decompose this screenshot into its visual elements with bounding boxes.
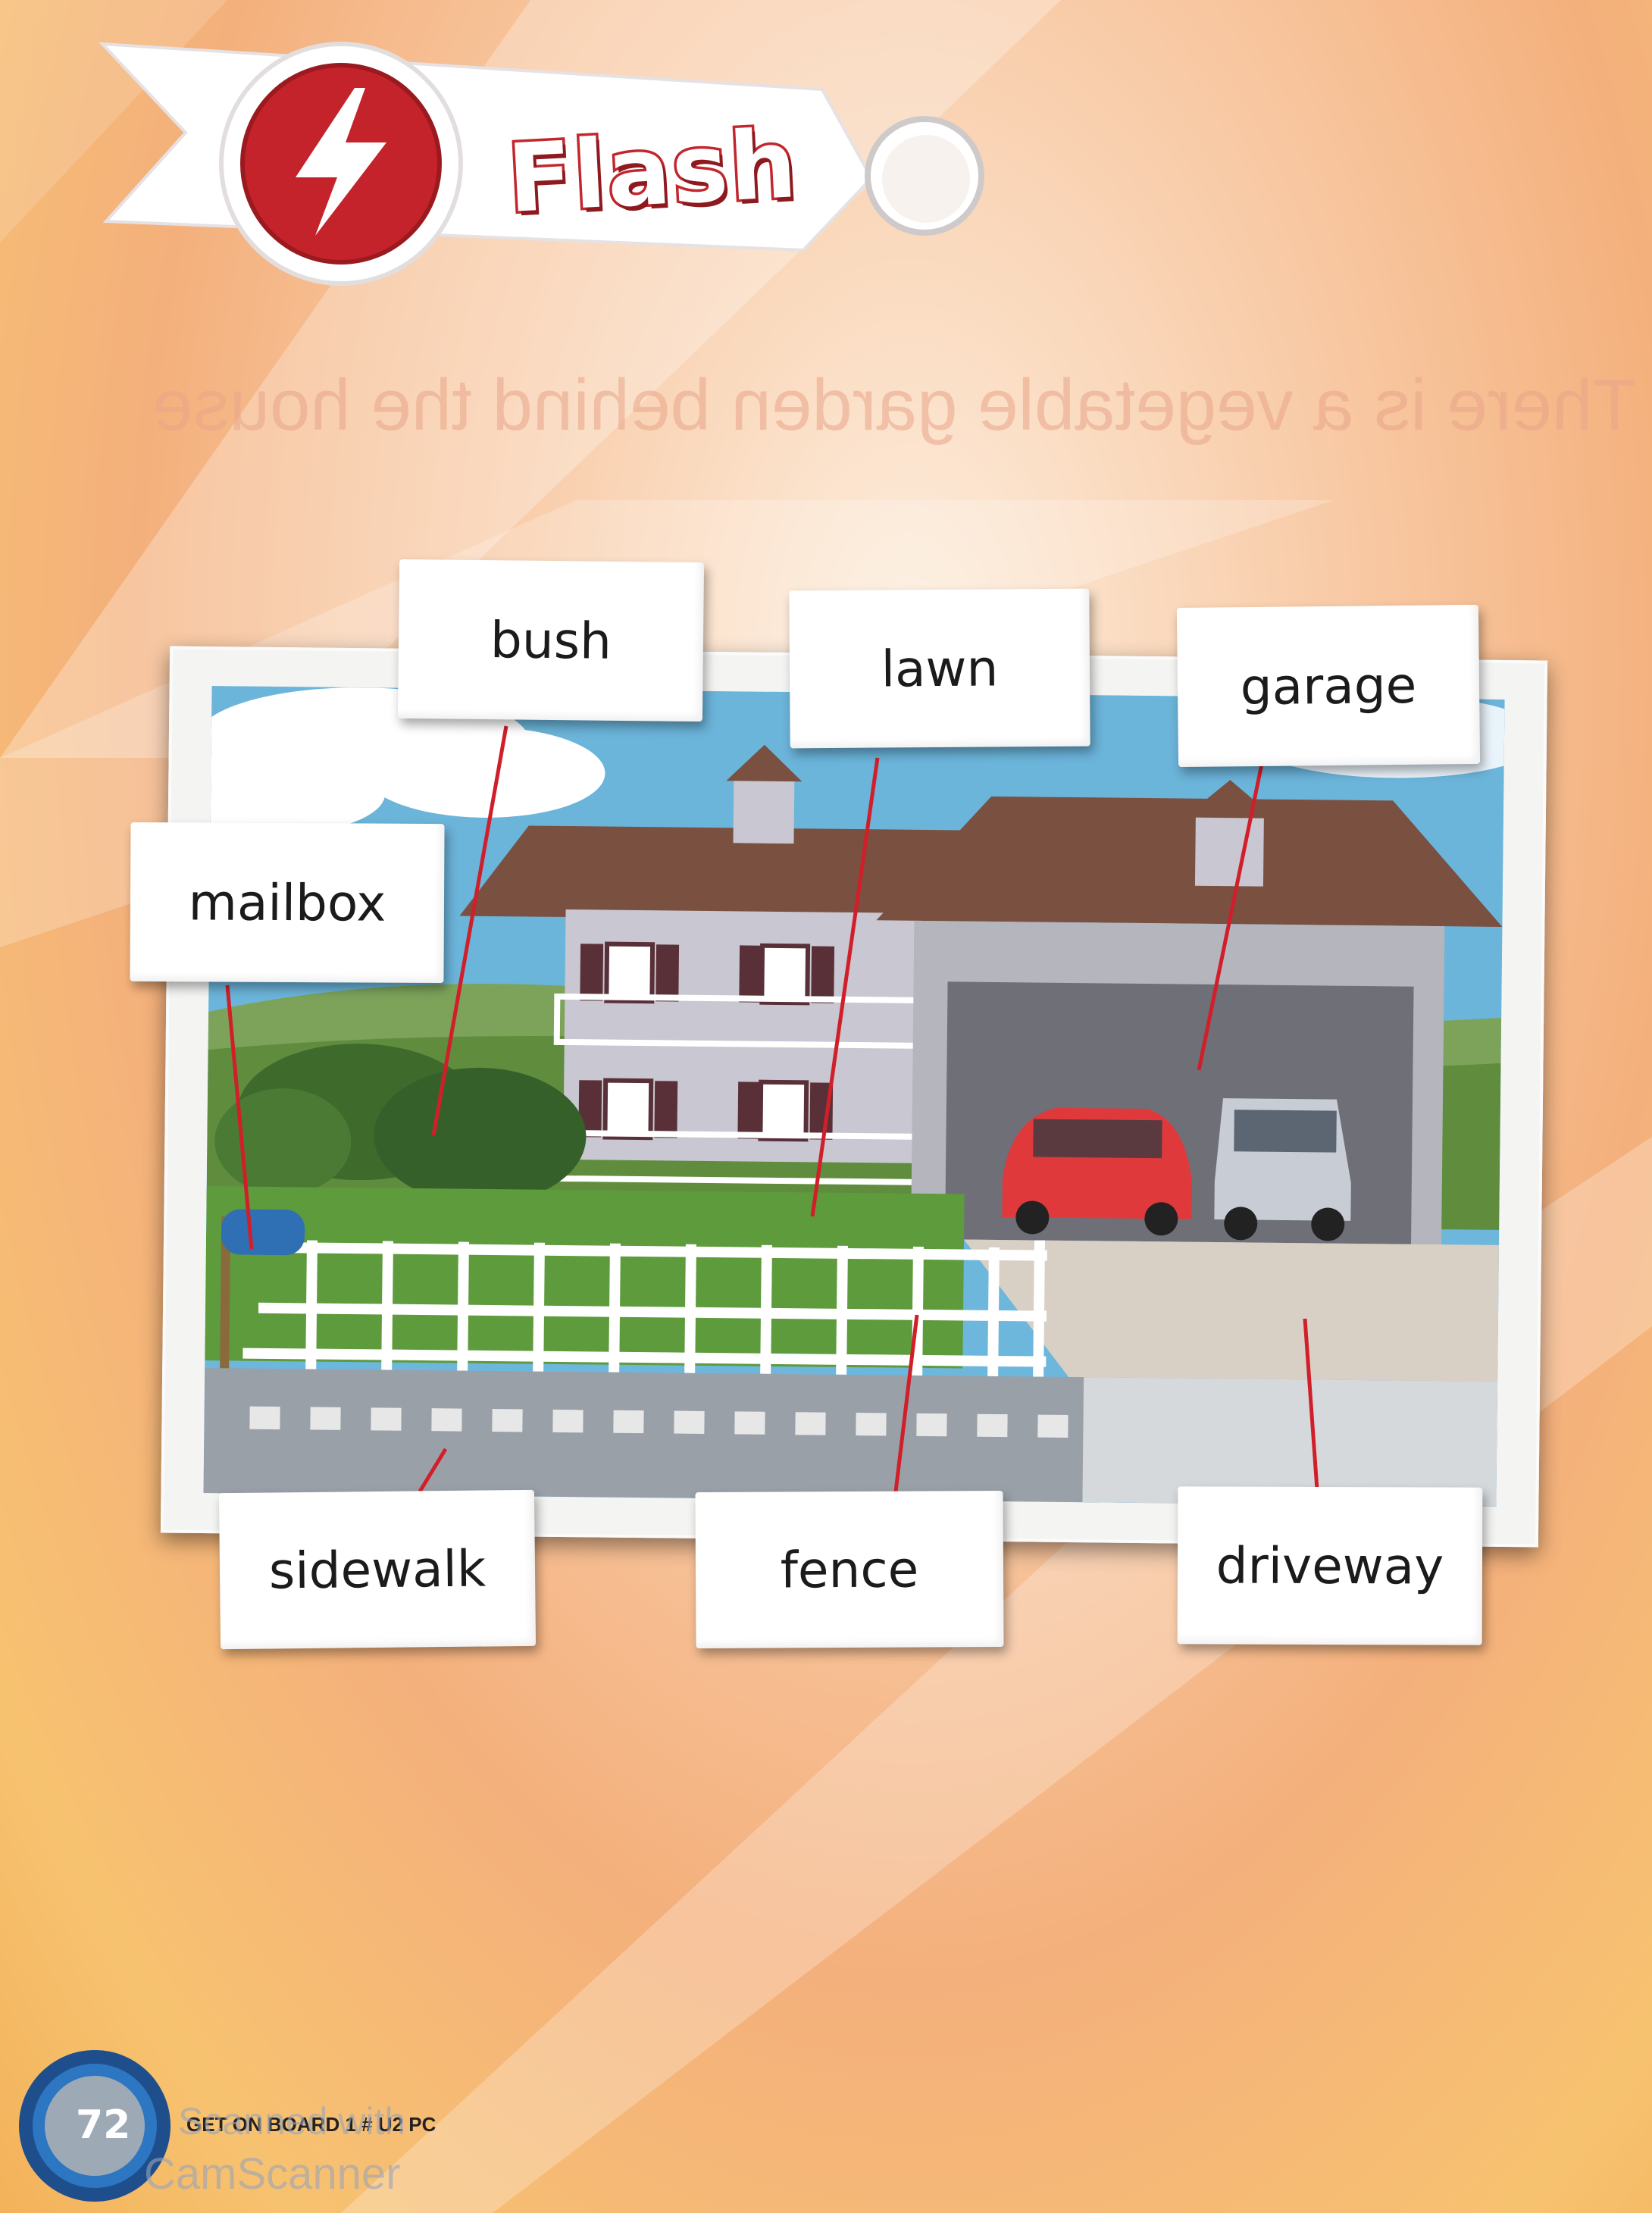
book-title: GET ON BOARD 1 # U2 PC (186, 2113, 436, 2136)
lightning-bolt-icon (296, 88, 386, 236)
page-number: 72 (76, 2102, 131, 2148)
watermark-line2: CamScanner (144, 2149, 401, 2199)
picture-frame (160, 646, 1548, 1548)
watermark-line1: Scanned with (178, 2100, 406, 2143)
house-illustration (203, 686, 1505, 1507)
house-scene (203, 686, 1505, 1507)
